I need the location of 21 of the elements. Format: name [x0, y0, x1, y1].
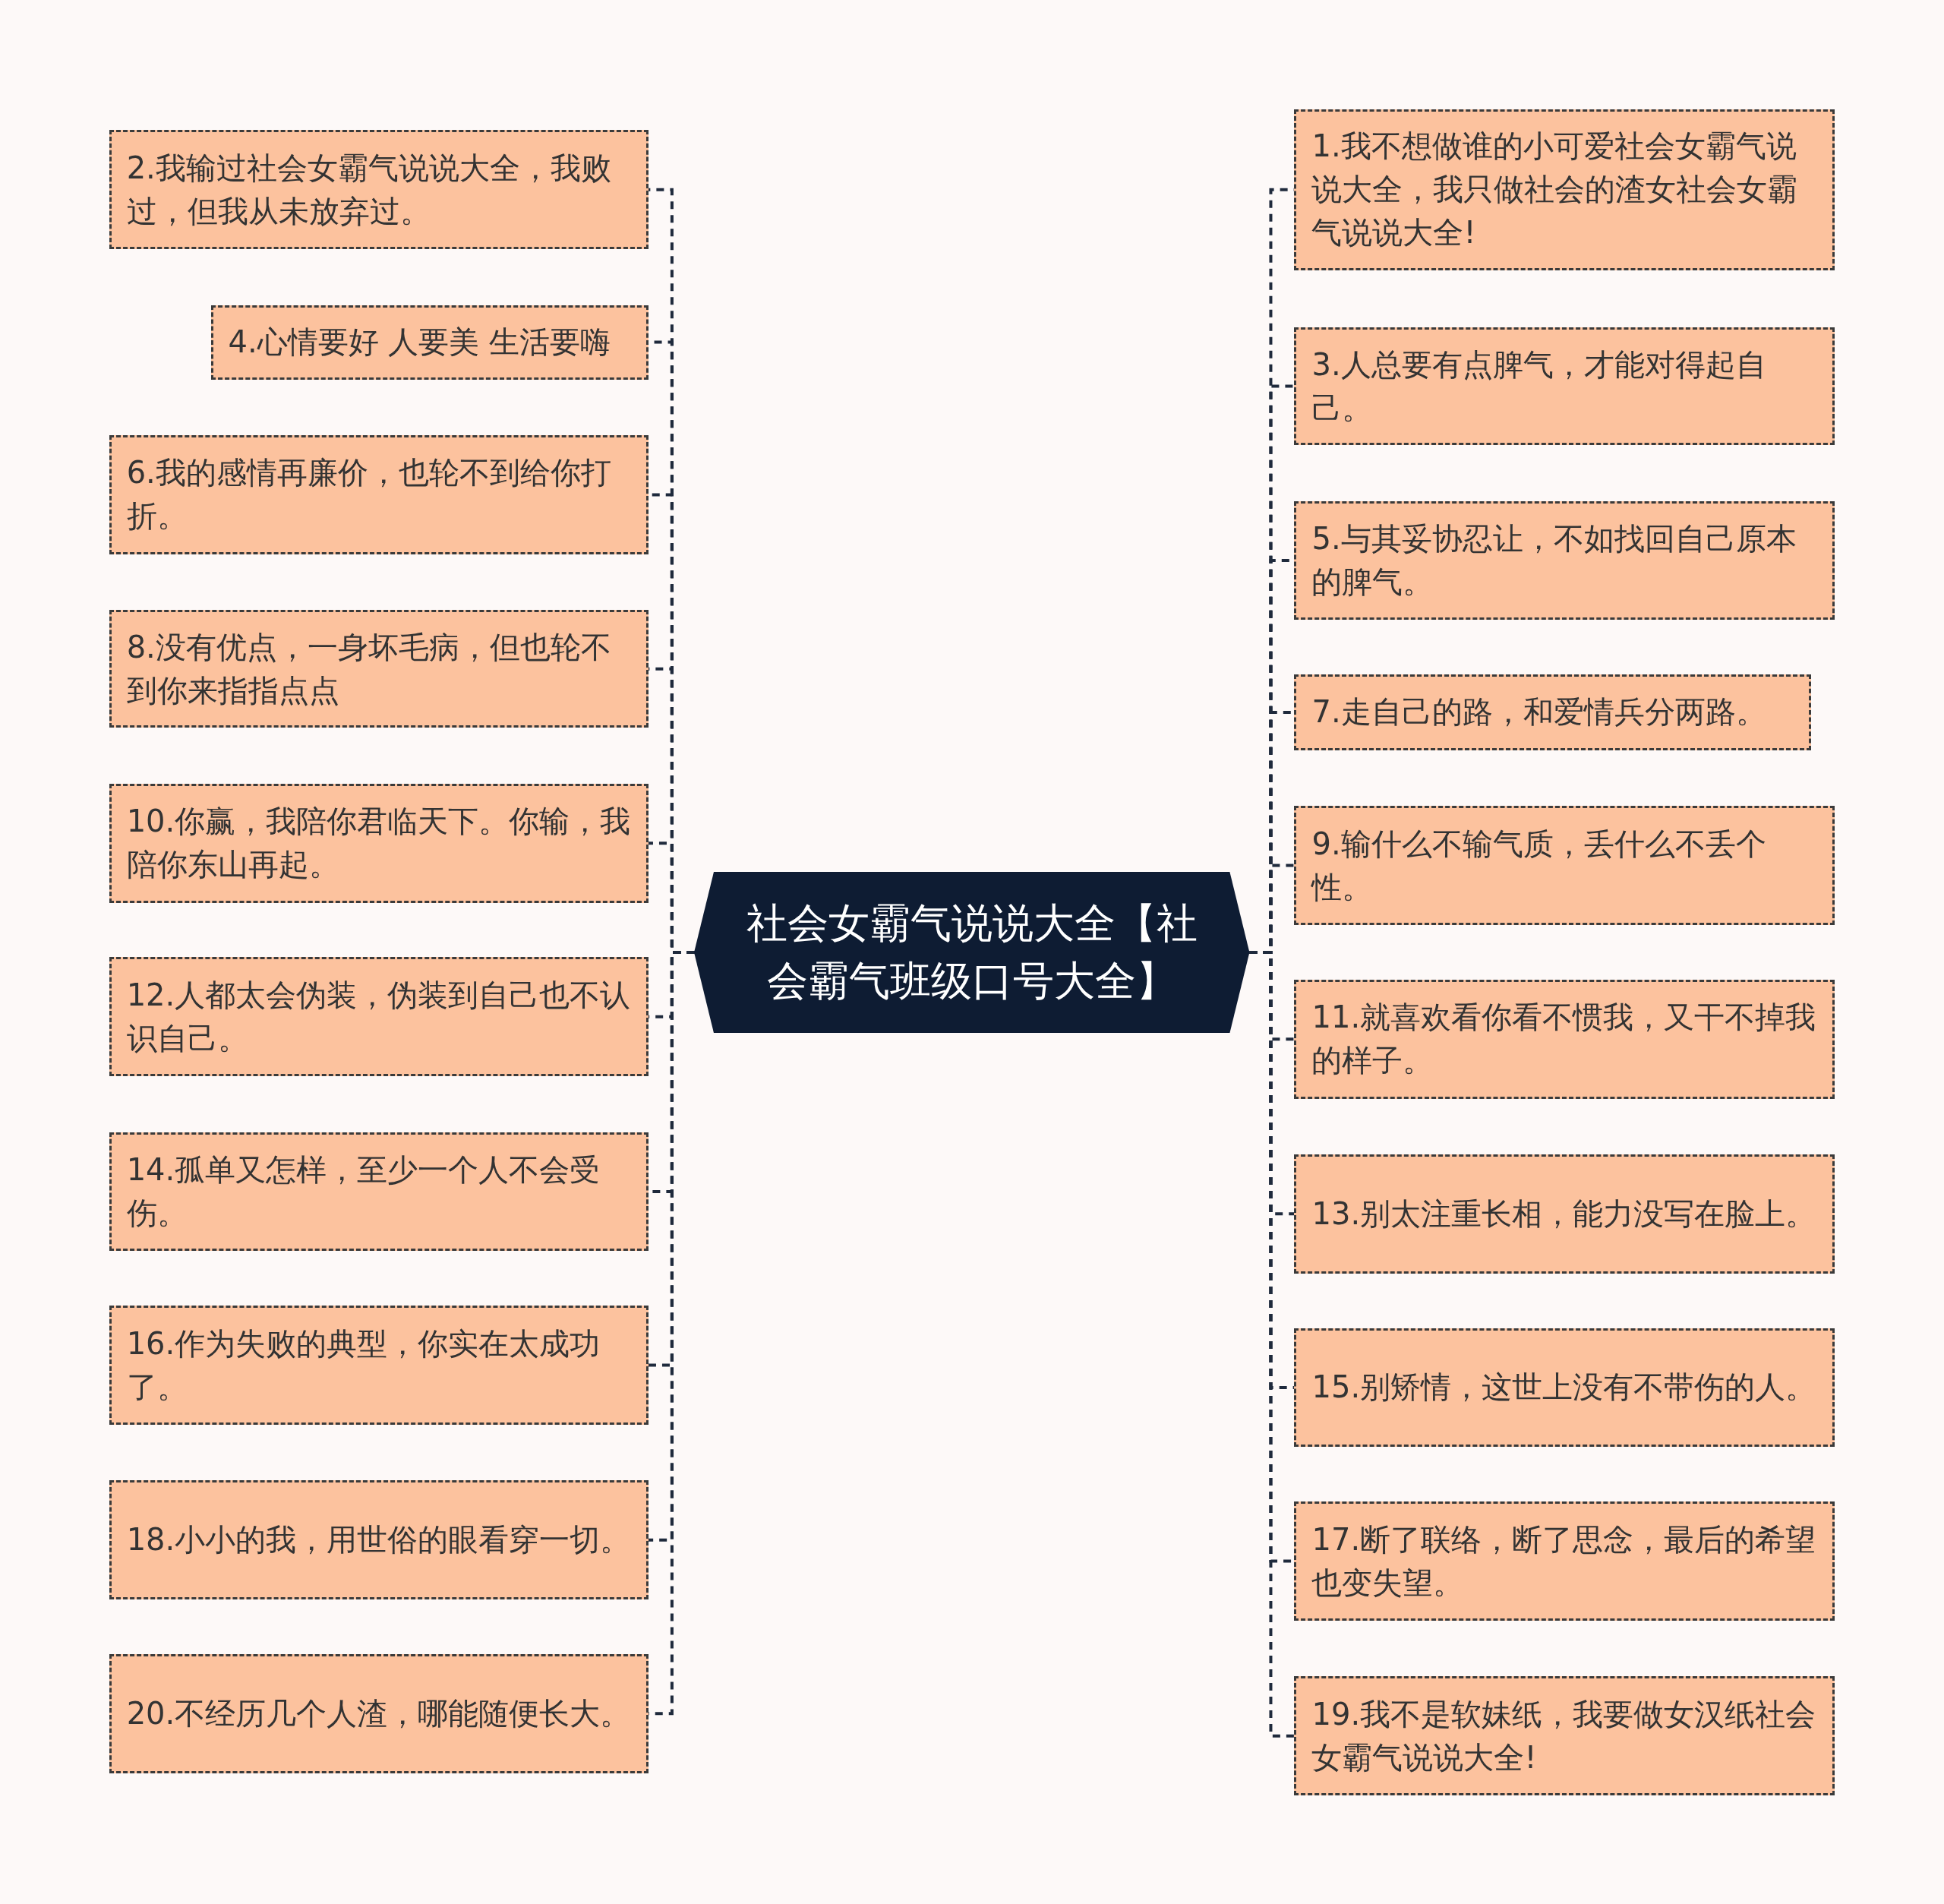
quote-box: 20.不经历几个人渣，哪能随便长大。	[109, 1653, 649, 1773]
quote-box: 13.别太注重长相，能力没写在脸上。	[1294, 1154, 1835, 1274]
quote-box: 15.别矫情，这世上没有不带伤的人。	[1294, 1328, 1835, 1448]
quote-box: 10.你赢，我陪你君临天下。你输，我陪你东山再起。	[109, 783, 649, 903]
quote-box: 4.心情要好 人要美 生活要嗨	[210, 305, 649, 380]
quote-box: 2.我输过社会女霸气说说大全，我败过，但我从未放弃过。	[109, 130, 649, 250]
topic-hexagon: 社会女霸气说说大全【社会霸气班级口号大全】	[694, 871, 1250, 1033]
quote-box: 16.作为失败的典型，你实在太成功了。	[109, 1306, 649, 1425]
quote-box: 7.走自己的路，和爱情兵分两路。	[1294, 674, 1812, 750]
quote-box: 5.与其妥协忍让，不如找回自己原本的脾气。	[1294, 500, 1835, 620]
quote-box: 12.人都太会伪装，伪装到自己也不认识自己。	[109, 957, 649, 1077]
quote-box: 8.没有优点，一身坏毛病，但也轮不到你来指指点点	[109, 610, 649, 728]
quote-box: 18.小小的我，用世俗的眼看穿一切。	[109, 1480, 649, 1600]
quote-box: 9.输什么不输气质，丢什么不丢个性。	[1294, 806, 1835, 925]
quote-box: 6.我的感情再廉价，也轮不到给你打折。	[109, 435, 649, 554]
quote-box: 14.孤单又怎样，至少一个人不会受伤。	[109, 1132, 649, 1252]
quote-box: 17.断了联络，断了思念，最后的希望也变失望。	[1294, 1501, 1835, 1621]
quote-box: 1.我不想做谁的小可爱社会女霸气说说大全，我只做社会的渣女社会女霸气说说大全!	[1294, 109, 1835, 270]
quote-box: 11.就喜欢看你看不惯我，又干不掉我的样子。	[1294, 979, 1835, 1099]
quote-box: 19.我不是软妹纸，我要做女汉纸社会女霸气说说大全!	[1294, 1676, 1835, 1796]
quote-box: 3.人总要有点脾气，才能对得起自己。	[1294, 327, 1835, 446]
